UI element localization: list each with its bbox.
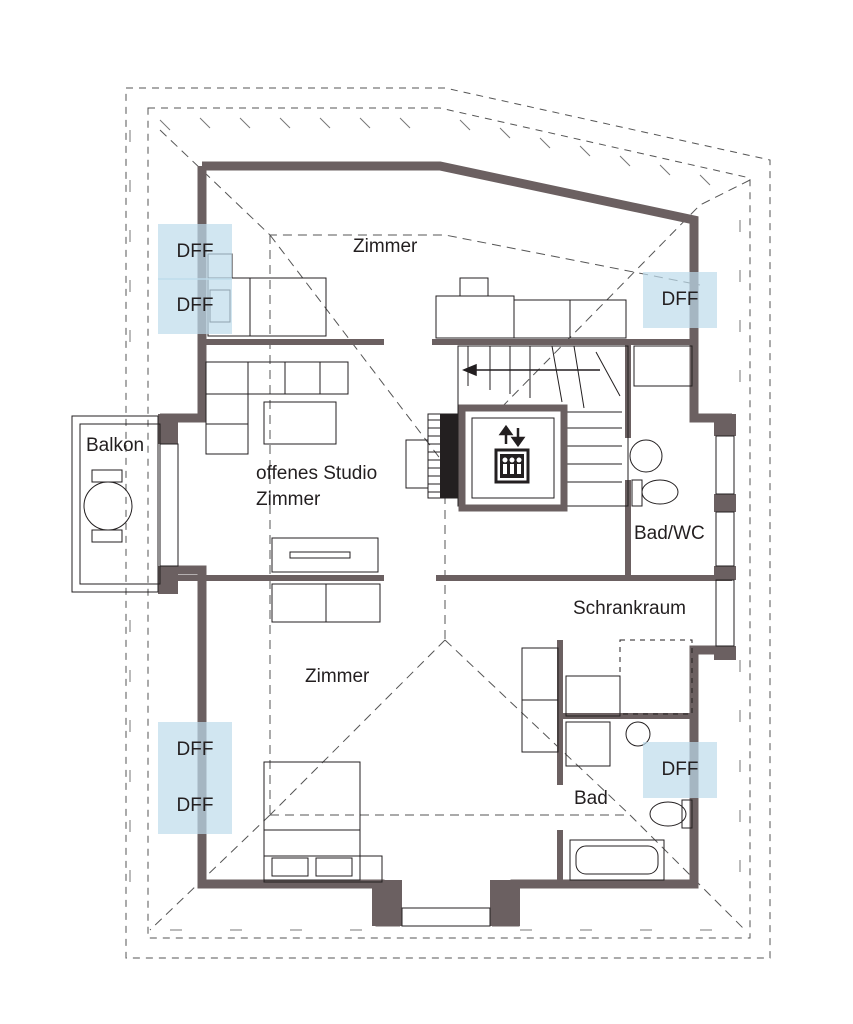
room-label-studio-zimmer: Zimmer	[256, 489, 321, 510]
roof-window: DFF	[158, 278, 232, 334]
interior-walls	[178, 339, 732, 884]
room-label-schrankraum: Schrankraum	[573, 598, 686, 619]
roof-window: DFF	[158, 224, 232, 280]
wall-blocks	[158, 414, 736, 926]
furniture	[205, 253, 693, 883]
room-label-studio: offenes Studio	[256, 463, 378, 484]
roof-window: DFF	[158, 778, 232, 834]
stair-direction-arrow-icon	[462, 363, 600, 377]
roof-tiles	[129, 117, 741, 931]
up-down-arrows-icon	[498, 424, 526, 448]
roof-window: DFF	[158, 722, 232, 778]
room-label-zimmer-top: Zimmer	[353, 236, 418, 257]
room-label-bad-wc: Bad/WC	[634, 523, 705, 544]
room-label-zimmer-bottom: Zimmer	[305, 666, 370, 687]
roof-window: DFF	[643, 742, 717, 798]
side-windows	[159, 435, 735, 927]
roof-ridges	[149, 129, 751, 931]
roof-outline	[125, 87, 771, 959]
roof-window: DFF	[643, 272, 717, 328]
piano-icon	[405, 413, 461, 499]
elevator-icon	[458, 404, 568, 512]
room-label-bad: Bad	[574, 788, 608, 809]
room-label-balkon: Balkon	[86, 435, 145, 456]
